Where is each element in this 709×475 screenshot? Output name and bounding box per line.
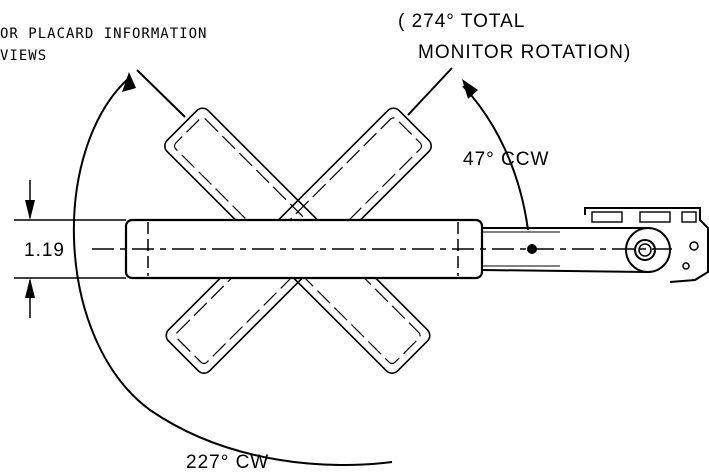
total-rotation-line1: ( 274° TOTAL bbox=[398, 11, 525, 32]
cw-rotation-arc bbox=[72, 77, 393, 467]
ccw-limit-line bbox=[407, 67, 453, 116]
cw-angle-label: 227° CW bbox=[186, 452, 269, 473]
dimension-label: 1.19 bbox=[24, 240, 65, 261]
cw-arc-arrowhead bbox=[122, 72, 136, 92]
ccw-rotation-arc bbox=[462, 85, 529, 231]
mounting-arm bbox=[481, 207, 709, 283]
cw-limit-line bbox=[136, 69, 186, 118]
ccw-angle-label: 47° CCW bbox=[463, 149, 549, 170]
total-rotation-line2: MONITOR ROTATION) bbox=[418, 42, 631, 63]
pivot-point bbox=[527, 244, 537, 254]
placard-note-line2: VIEWS bbox=[0, 48, 47, 64]
placard-note-line1: OR PLACARD INFORMATION bbox=[0, 26, 207, 42]
dimension-1-19 bbox=[14, 180, 126, 318]
ccw-arc-arrowhead bbox=[462, 79, 478, 99]
